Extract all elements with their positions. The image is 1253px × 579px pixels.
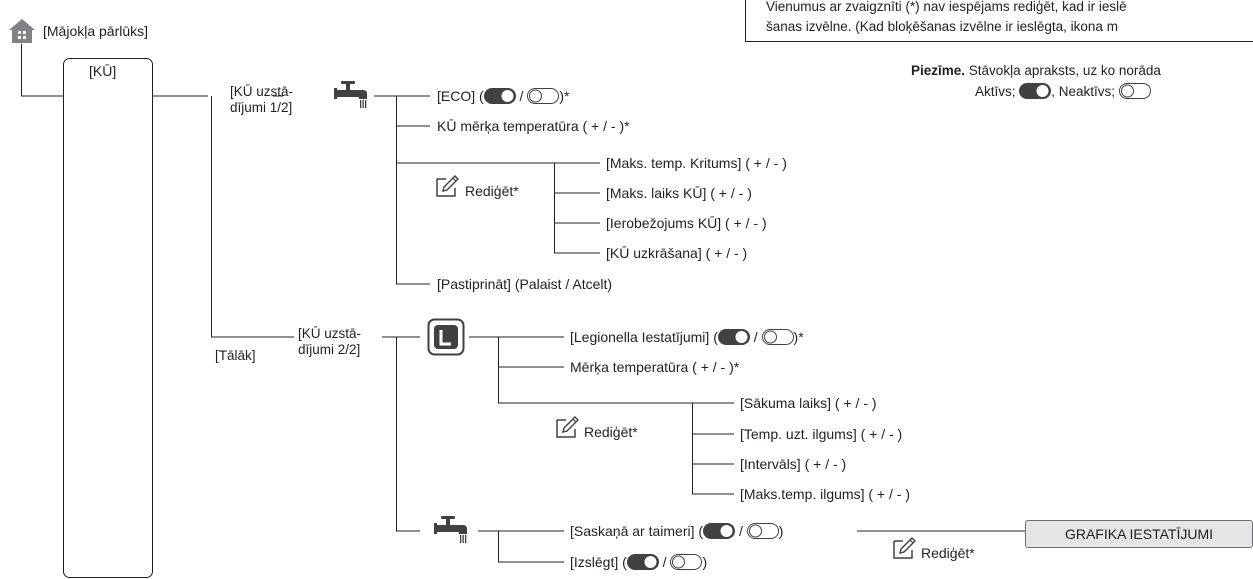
toggle-on-icon [717,329,750,348]
boost-item: [Pastiprināt] (Palaist / Atcelt) [437,276,613,292]
edit-item-max-temp-duration: [Maks.temp. ilgums] ( + / - ) [740,486,910,502]
eco-label: [ECO] ( [437,88,484,104]
note-line-1: Vienumus ar zvaigznīti (*) nav iespējams… [766,0,1127,14]
edit-item-heat-duration: [Temp. uzt. ilgums] ( + / - ) [740,426,903,442]
status-active-label: Aktīvs; [975,84,1016,99]
edit-item-limit: [Ierobežojums KŪ] ( + / - ) [606,215,767,231]
legionella-sep: / [749,329,762,345]
toggle-on-icon [483,88,516,107]
edit-item-max-time: [Maks. laiks KŪ] ( + / - ) [606,185,752,201]
edit-pencil-icon [436,175,459,197]
eco-close: )* [559,88,570,104]
off-sep: / [658,554,671,570]
timer-item: [Saskaņā ar taimeri] ( / ) [570,523,783,542]
dhw-target-temp-item: KŪ mērķa temperatūra ( + / - )* [437,118,630,134]
eco-item: [ECO] ( / )* [437,88,569,107]
timer-close: ) [778,523,784,539]
dhw-box-title: [KŪ] [89,63,117,79]
timer-label: [Saskaņā ar taimeri] ( [570,523,704,539]
settings1-label: [KŪ uzstā- dījumi 1/2] [230,84,293,116]
eco-sep: / [515,88,528,104]
status-note-label: Piezīme. [911,63,966,78]
toggle-off-icon [761,329,794,348]
toggle-on-icon [1019,83,1052,103]
edit-item-start-time: [Sākuma laiks] ( + / - ) [740,395,877,411]
legionella-label: [Legionella Iestatījumi] ( [570,329,718,345]
status-note: Piezīme. Stāvokļa apraksts, uz ko norāda [911,63,1161,79]
settings2-edit-label: Rediģēt* [584,424,638,440]
home-browser-label: [Mājokļa pārlūks] [43,23,149,39]
timer-sep: / [735,523,747,539]
timer-edit-label: Rediģēt* [921,545,975,561]
edit-item-storage: [KŪ uzkrāšana] ( + / - ) [606,245,748,261]
edit-item-max-temp-drop: [Maks. temp. Kritums] ( + / - ) [606,155,787,171]
settings2-label-line1: [KŪ uzstā- [298,326,362,341]
settings1-edit-label: Rediģēt* [465,183,519,199]
legionella-item: [Legionella Iestatījumi] ( / )* [570,329,804,348]
toggle-off-icon [746,523,779,542]
settings2-label: [KŪ uzstā- dījumi 2/2] [298,326,361,358]
note-box: Vienumus ar zvaigznīti (*) nav iespējams… [745,0,1253,42]
edit-pencil-icon [556,416,579,438]
schedule-settings-button[interactable]: GRAFIKA IESTATĪJUMI [1025,520,1253,548]
off-close: ) [702,554,708,570]
note-line-2: šanas izvēlne. (Kad bloķēšanas izvēlne i… [766,19,1118,34]
status-legend: Aktīvs; , Neaktīvs; [975,83,1151,103]
legionella-target-temp-item: Mērķa temperatūra ( + / - )* [570,359,740,375]
off-item: [Izslēgt] ( / ) [570,554,707,573]
next-label: [Tālāk] [215,348,256,363]
water-tap-icon [334,81,367,108]
status-note-text: Stāvokļa apraksts, uz ko norāda [968,63,1161,78]
legionella-close: )* [793,329,804,345]
toggle-off-icon [670,554,703,573]
legionella-L-icon [427,318,465,356]
edit-pencil-icon [893,537,916,559]
settings1-label-line2: dījumi 1/2] [230,100,293,115]
toggle-off-icon [1118,83,1151,103]
edit-item-interval: [Intervāls] ( + / - ) [740,456,847,472]
status-inactive-label: , Neaktīvs; [1051,84,1116,99]
house-icon [9,19,35,43]
water-tap-icon [434,516,467,543]
settings1-label-line1: [KŪ uzstā- [230,84,294,99]
toggle-on-icon [626,554,659,573]
off-label: [Izslēgt] ( [570,554,627,570]
toggle-on-icon [703,523,736,542]
settings2-label-line2: dījumi 2/2] [298,342,361,357]
toggle-off-icon [527,88,560,107]
